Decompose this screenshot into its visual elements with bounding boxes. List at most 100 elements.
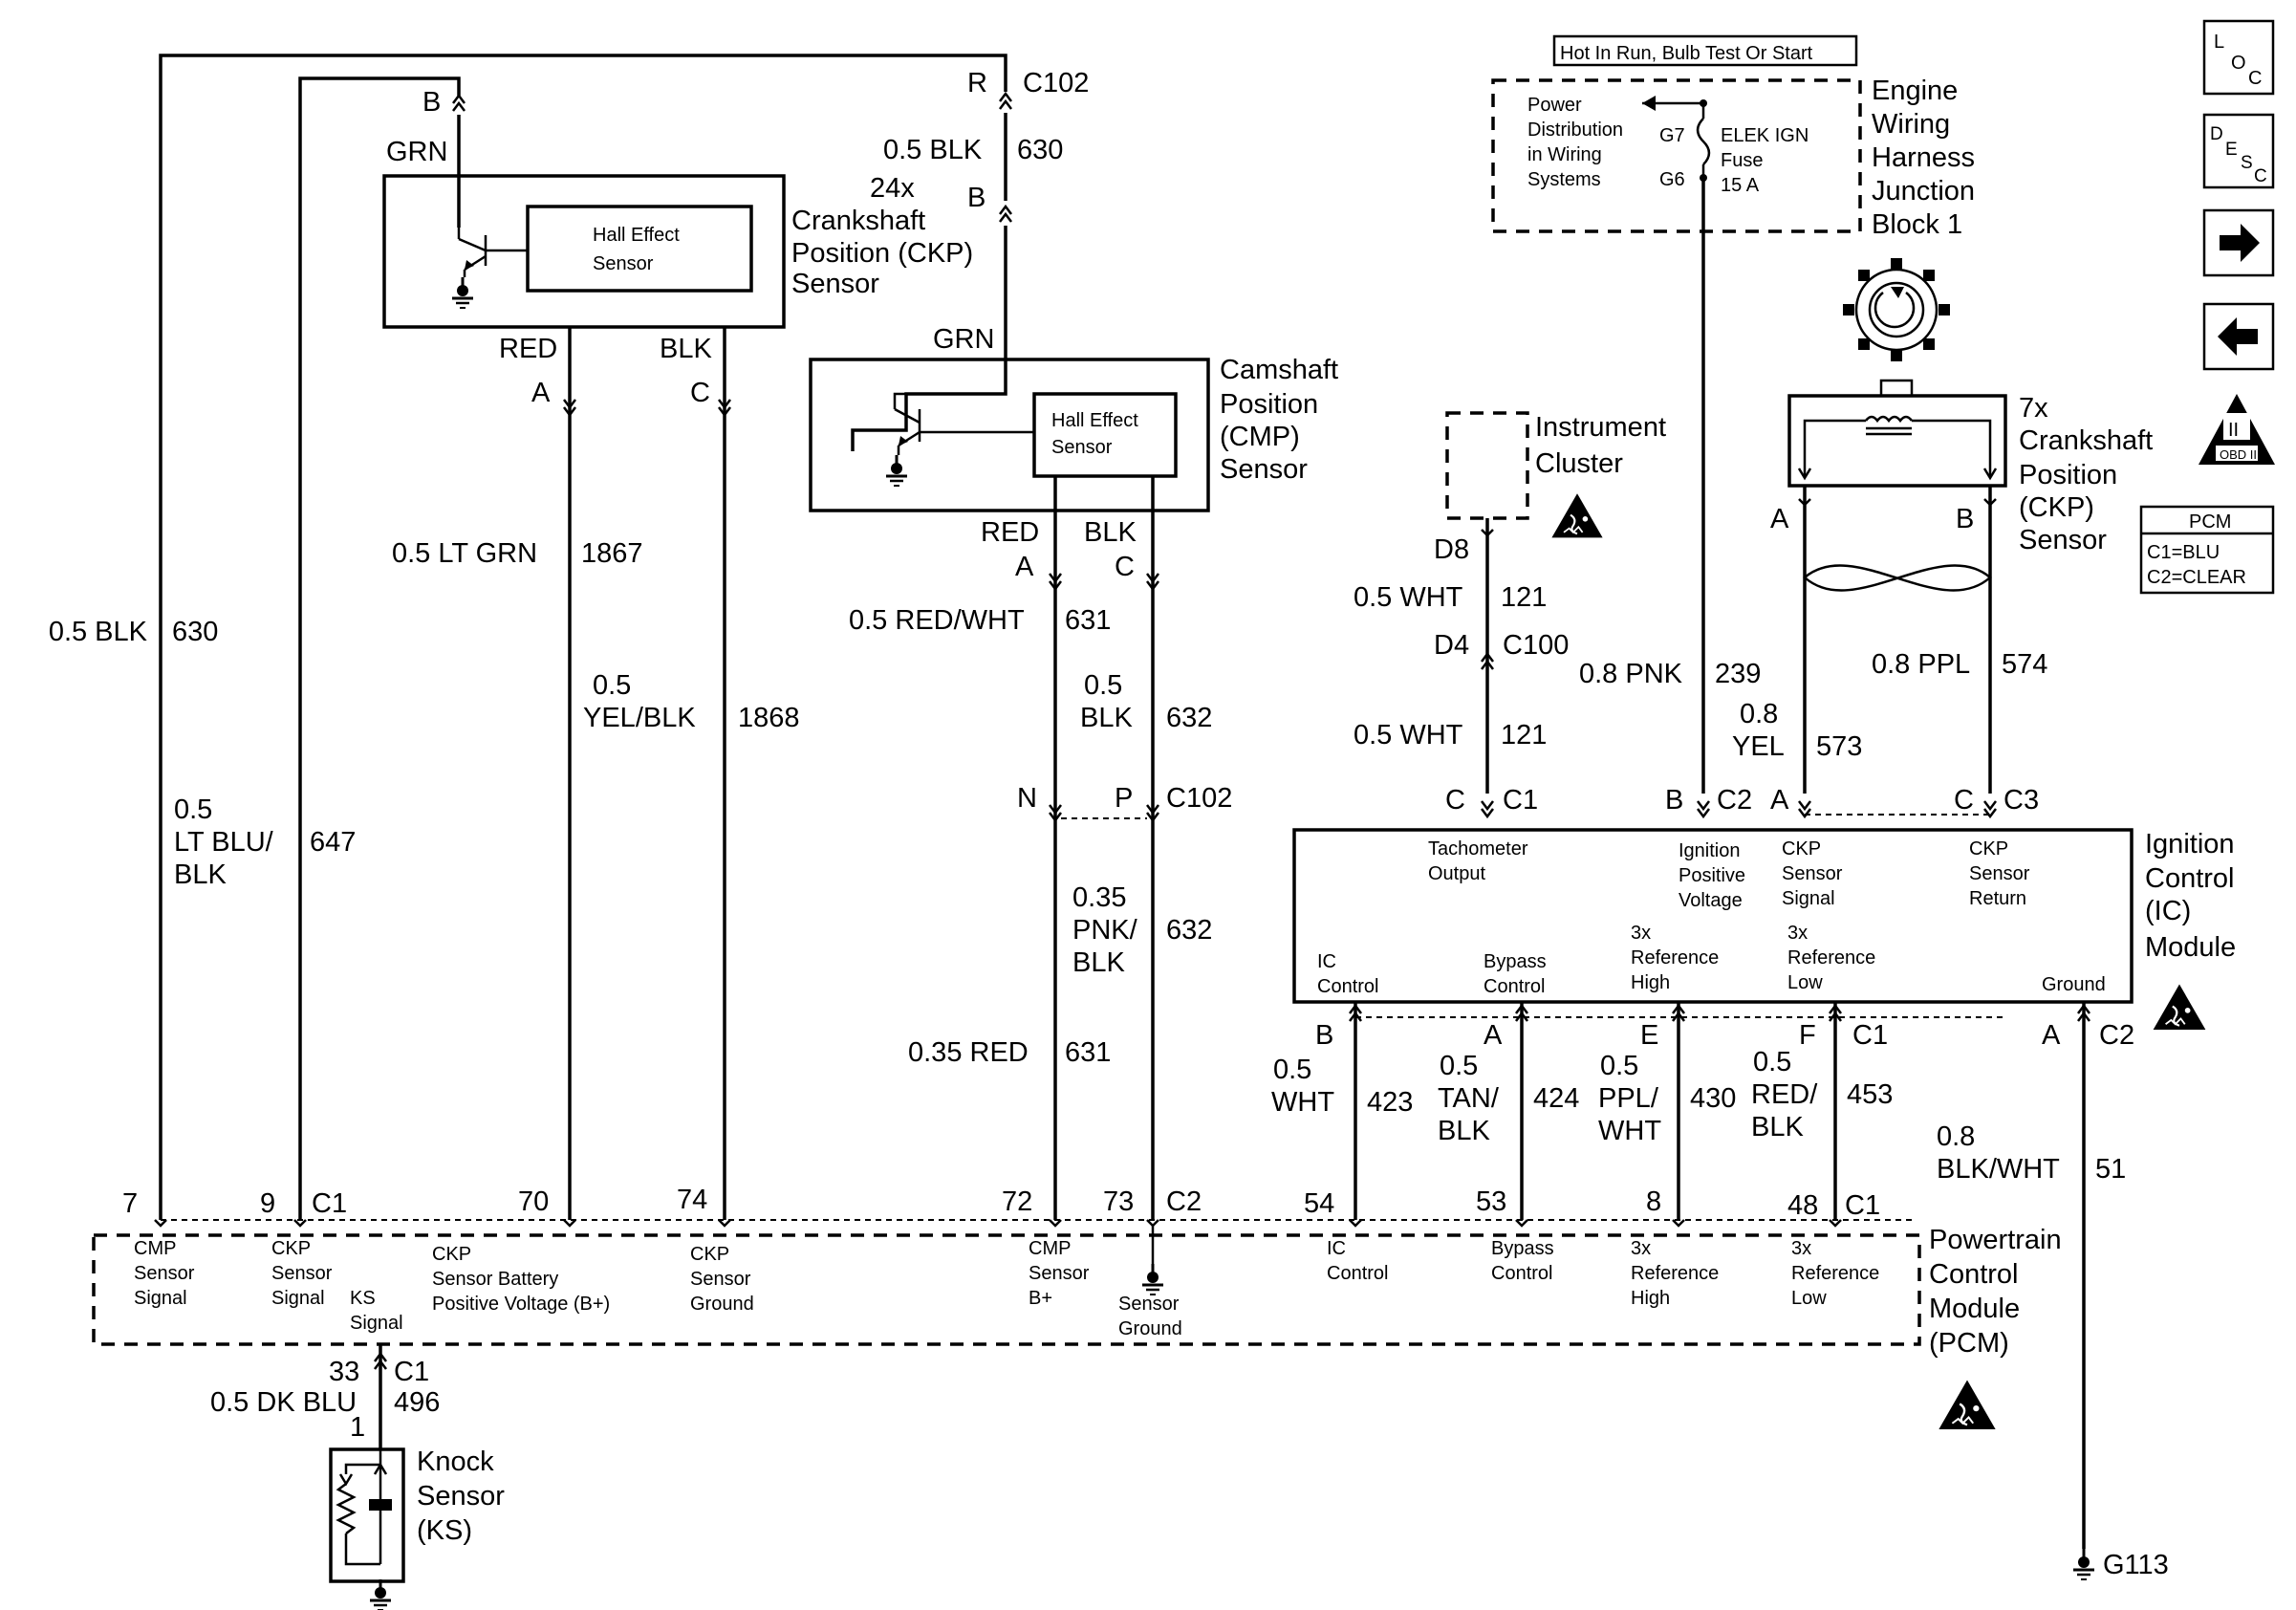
svg-text:631: 631 [1065, 1037, 1111, 1068]
svg-text:Hall Effect: Hall Effect [593, 225, 680, 246]
svg-text:C: C [2254, 166, 2267, 186]
svg-text:0.8: 0.8 [1740, 699, 1778, 729]
svg-text:0.5: 0.5 [1440, 1051, 1478, 1081]
svg-text:CMP: CMP [134, 1238, 176, 1259]
cmp-sensor: Hall Effect Sensor GRN Camshaft Position… [809, 324, 1338, 512]
svg-text:73: 73 [1103, 1186, 1134, 1217]
svg-text:9: 9 [260, 1188, 275, 1219]
svg-text:E: E [1640, 1020, 1658, 1051]
svg-text:Crankshaft: Crankshaft [791, 206, 925, 236]
desc-button[interactable]: D E S C [2202, 113, 2275, 189]
arrow-left-icon [2218, 317, 2258, 356]
svg-text:0.5 BLK: 0.5 BLK [883, 135, 983, 165]
svg-text:Fuse: Fuse [1721, 150, 1763, 171]
svg-text:0.5 DK BLU: 0.5 DK BLU [210, 1387, 357, 1418]
svg-text:Positive Voltage (B+): Positive Voltage (B+) [432, 1294, 610, 1315]
svg-text:C1: C1 [394, 1357, 429, 1387]
svg-text:in Wiring: in Wiring [1527, 144, 1602, 165]
svg-text:Control: Control [1484, 976, 1545, 997]
svg-text:PCM: PCM [2189, 511, 2231, 533]
svg-text:OBD II: OBD II [2220, 447, 2257, 462]
svg-text:Control: Control [2145, 863, 2235, 894]
svg-text:3x: 3x [1787, 923, 1808, 944]
svg-text:BLK: BLK [1084, 517, 1137, 548]
twisted-pair-icon [1803, 564, 1992, 592]
svg-text:C1: C1 [1852, 1020, 1888, 1051]
svg-text:BLK: BLK [1751, 1112, 1804, 1142]
svg-text:C2=CLEAR: C2=CLEAR [2147, 567, 2246, 588]
ignition-control-module: C C1 B C2 A C C3 Tachometer Output Ignit… [1292, 785, 2236, 1032]
svg-text:C1=BLU: C1=BLU [2147, 542, 2220, 563]
svg-text:IC: IC [1317, 951, 1336, 972]
svg-text:GRN: GRN [933, 324, 994, 355]
svg-text:Control: Control [1929, 1259, 2019, 1290]
svg-text:A: A [2042, 1020, 2061, 1051]
svg-text:BLK: BLK [660, 334, 712, 364]
wire-647 [298, 76, 461, 1220]
svg-text:7x: 7x [2019, 393, 2048, 424]
svg-text:(KS): (KS) [417, 1515, 472, 1546]
svg-text:B: B [1315, 1020, 1333, 1051]
svg-text:33: 33 [329, 1357, 359, 1387]
previous-page-button[interactable] [2202, 302, 2275, 371]
obd-ii-icon: II OBD II [2199, 394, 2275, 465]
svg-text:PPL/: PPL/ [1598, 1083, 1659, 1114]
svg-text:Ignition: Ignition [2145, 829, 2235, 859]
pcm-connector-legend: PCM C1=BLU C2=CLEAR [2139, 505, 2275, 595]
ground-g113: G113 [2071, 1547, 2169, 1581]
svg-text:A: A [1770, 504, 1789, 534]
ckp-7x-sensor: 7x Crankshaft Position (CKP) Sensor [1787, 258, 2153, 555]
svg-text:C2: C2 [1717, 785, 1752, 816]
svg-text:Sensor: Sensor [2019, 525, 2107, 555]
svg-text:647: 647 [310, 827, 356, 858]
svg-text:54: 54 [1304, 1188, 1334, 1219]
svg-text:E: E [2225, 140, 2238, 160]
svg-text:TAN/: TAN/ [1438, 1083, 1500, 1114]
svg-text:3x: 3x [1631, 1238, 1651, 1259]
svg-text:Low: Low [1791, 1288, 1827, 1309]
svg-text:(PCM): (PCM) [1929, 1328, 2009, 1359]
svg-text:24x: 24x [870, 173, 915, 204]
svg-text:N: N [1017, 783, 1037, 814]
svg-text:Camshaft: Camshaft [1220, 355, 1338, 385]
svg-text:YEL: YEL [1732, 731, 1785, 762]
svg-text:Harness: Harness [1872, 142, 1975, 173]
svg-text:Sensor: Sensor [1118, 1294, 1180, 1315]
svg-text:C: C [2248, 68, 2262, 89]
svg-text:YEL/BLK: YEL/BLK [583, 703, 696, 733]
svg-text:Output: Output [1428, 863, 1485, 884]
svg-text:Signal: Signal [1782, 888, 1835, 909]
next-page-button[interactable] [2202, 208, 2275, 277]
svg-text:Signal: Signal [350, 1313, 403, 1334]
loc-button[interactable]: L O C [2202, 19, 2275, 96]
svg-text:Position: Position [1220, 389, 1318, 420]
svg-text:0.5: 0.5 [1273, 1055, 1311, 1085]
svg-text:RED: RED [499, 334, 557, 364]
svg-text:G113: G113 [2103, 1550, 2169, 1580]
svg-text:0.8: 0.8 [1937, 1121, 1975, 1152]
svg-text:RED/: RED/ [1751, 1079, 1818, 1110]
svg-text:424: 424 [1533, 1083, 1579, 1114]
svg-text:Reference: Reference [1631, 947, 1719, 968]
svg-text:C: C [1115, 552, 1135, 582]
svg-text:IC: IC [1327, 1238, 1346, 1259]
svg-text:Sensor: Sensor [1220, 454, 1308, 485]
svg-text:BLK: BLK [174, 859, 227, 890]
svg-text:0.5 BLK: 0.5 BLK [49, 617, 148, 647]
svg-text:0.5: 0.5 [1600, 1051, 1638, 1081]
svg-text:Control: Control [1327, 1263, 1388, 1284]
svg-text:A: A [1770, 785, 1789, 816]
svg-text:239: 239 [1715, 659, 1761, 689]
svg-text:Distribution: Distribution [1527, 120, 1623, 141]
svg-text:Sensor: Sensor [1029, 1263, 1090, 1284]
svg-text:Junction: Junction [1872, 176, 1975, 207]
svg-text:Block 1: Block 1 [1872, 209, 1962, 240]
svg-text:Position (CKP): Position (CKP) [791, 238, 973, 269]
svg-text:Systems: Systems [1527, 169, 1601, 190]
svg-text:51: 51 [2095, 1154, 2126, 1185]
svg-text:GRN: GRN [386, 137, 447, 167]
svg-text:Bypass: Bypass [1484, 951, 1547, 972]
svg-text:Positive: Positive [1679, 865, 1745, 886]
svg-text:II: II [2228, 420, 2239, 441]
